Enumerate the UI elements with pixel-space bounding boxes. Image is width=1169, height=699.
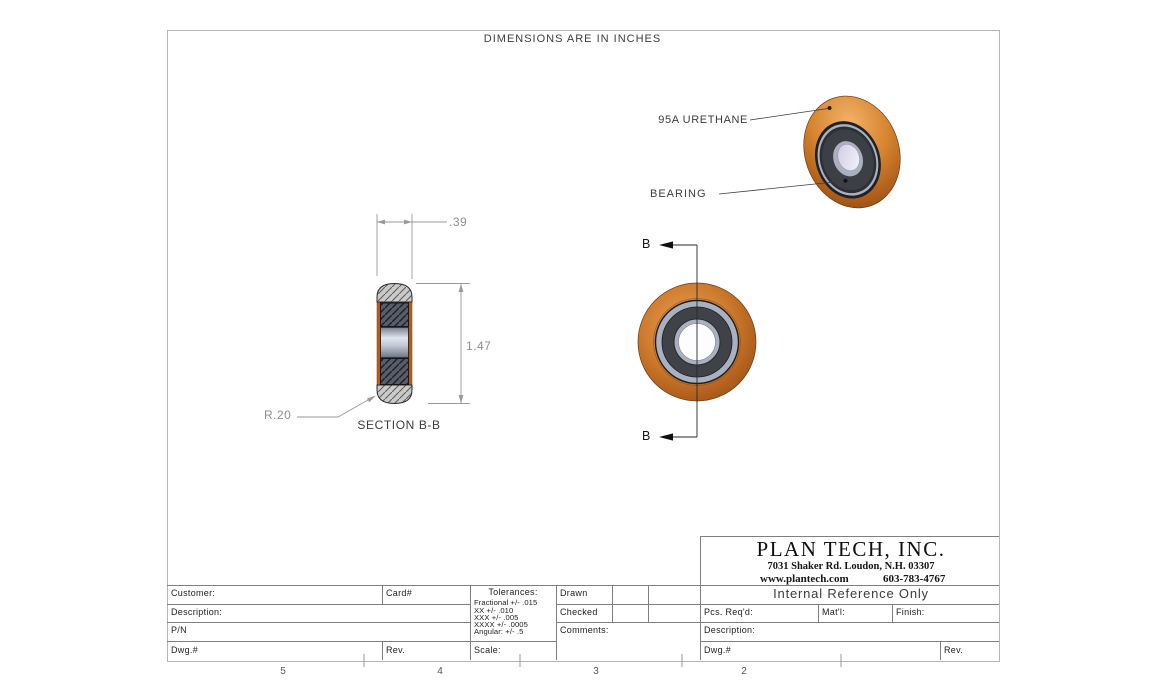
table-line — [470, 585, 471, 660]
table-line — [818, 604, 819, 622]
field-dwg-number-right: Dwg.# — [704, 645, 732, 655]
section-marker-top: B — [642, 237, 651, 251]
field-dwg-number: Dwg.# — [171, 645, 199, 655]
section-title: SECTION B-B — [357, 418, 441, 432]
dimension-radius-leader — [297, 395, 376, 418]
dimension-diameter-lines — [416, 283, 470, 404]
table-line — [700, 536, 999, 537]
table-line — [556, 585, 557, 660]
table-line — [700, 536, 701, 660]
field-card: Card# — [386, 588, 413, 598]
field-description-right: Description: — [704, 625, 756, 635]
company-phone: 603-783-4767 — [883, 573, 946, 585]
sheet-border — [167, 30, 1000, 662]
field-material: Mat'l: — [822, 607, 846, 617]
field-rev: Rev. — [386, 645, 406, 655]
field-description: Description: — [171, 607, 223, 617]
zone-label: 5 — [280, 666, 286, 677]
field-comments: Comments: — [560, 625, 609, 635]
field-checked: Checked — [560, 607, 598, 617]
tolerances-title: Tolerances: — [488, 587, 538, 597]
table-line — [382, 585, 383, 604]
bearing-callout-label: BEARING — [650, 188, 707, 200]
table-line — [940, 641, 941, 660]
tolerance-line: XXX +/- .005 — [474, 613, 519, 622]
dimension-diameter-value: 1.47 — [466, 339, 492, 353]
urethane-callout-label: 95A URETHANE — [658, 114, 748, 126]
section-marker-bottom: B — [642, 429, 651, 443]
field-customer: Customer: — [171, 588, 216, 598]
company-name: PLAN TECH, INC. — [756, 537, 946, 561]
isometric-view — [803, 95, 901, 209]
dimension-thickness-value: .39 — [449, 215, 468, 229]
tolerance-line: Angular: +/- .5 — [474, 627, 524, 636]
table-line — [167, 641, 556, 642]
table-line — [167, 585, 999, 586]
company-address: 7031 Shaker Rd. Loudon, N.H. 03307 — [767, 561, 935, 572]
field-rev-right: Rev. — [944, 645, 964, 655]
tolerance-line: Fractional +/- .015 — [474, 598, 538, 607]
table-line — [612, 585, 613, 622]
table-line — [892, 604, 893, 622]
field-pcs-reqd: Pcs. Req'd: — [704, 607, 754, 617]
field-drawn: Drawn — [560, 588, 588, 598]
field-scale: Scale: — [474, 645, 501, 655]
dimension-radius-value: R.20 — [264, 408, 292, 422]
front-view — [637, 241, 757, 441]
dimension-thickness-lines — [376, 214, 447, 279]
table-line — [556, 604, 999, 605]
company-website: www.plantech.com — [760, 573, 849, 585]
table-line — [556, 622, 999, 623]
table-line — [648, 585, 649, 622]
reference-note: Internal Reference Only — [773, 586, 929, 601]
table-line — [382, 641, 383, 660]
tolerance-line: XXXX +/- .0005 — [474, 620, 528, 629]
zone-ticks — [363, 654, 842, 667]
dimensions-note: DIMENSIONS ARE IN INCHES — [483, 33, 662, 45]
zone-label: 3 — [593, 666, 599, 677]
field-part-number: P/N — [171, 625, 187, 635]
tolerance-line: XX +/- .010 — [474, 606, 514, 615]
field-finish: Finish: — [896, 607, 925, 617]
section-view — [376, 282, 413, 405]
table-line — [167, 604, 470, 605]
table-line — [167, 622, 470, 623]
zone-label: 2 — [741, 666, 747, 677]
callout-leaders — [718, 106, 848, 195]
table-line — [700, 641, 999, 642]
zone-label: 4 — [437, 666, 443, 677]
